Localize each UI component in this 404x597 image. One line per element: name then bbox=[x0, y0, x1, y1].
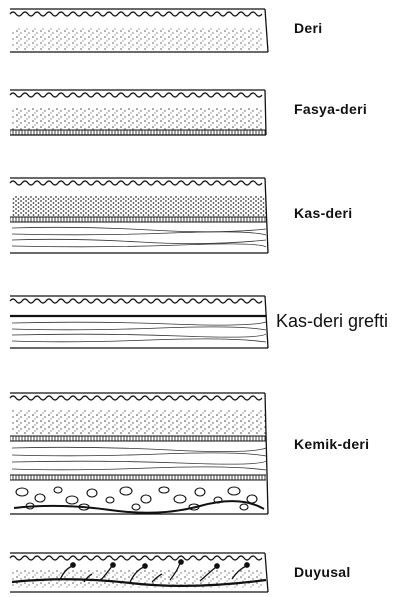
flap-kas-deri bbox=[10, 178, 268, 253]
flap-duyusal bbox=[10, 553, 268, 592]
bone-layer bbox=[14, 487, 264, 513]
label-fasya-deri: Fasya-deri bbox=[294, 101, 367, 117]
label-duyusal: Duyusal bbox=[294, 564, 351, 580]
label-kas-deri: Kas-deri bbox=[294, 205, 352, 221]
flap-deri bbox=[10, 9, 268, 52]
flap-kemik-deri bbox=[10, 393, 268, 514]
label-deri: Deri bbox=[294, 20, 322, 36]
flap-kas-deri-grefti bbox=[10, 296, 268, 348]
flap-fasya-deri bbox=[10, 90, 266, 135]
label-kas-deri-grefti: Kas-deri grefti bbox=[276, 311, 388, 332]
label-kemik-deri: Kemik-deri bbox=[294, 436, 369, 452]
